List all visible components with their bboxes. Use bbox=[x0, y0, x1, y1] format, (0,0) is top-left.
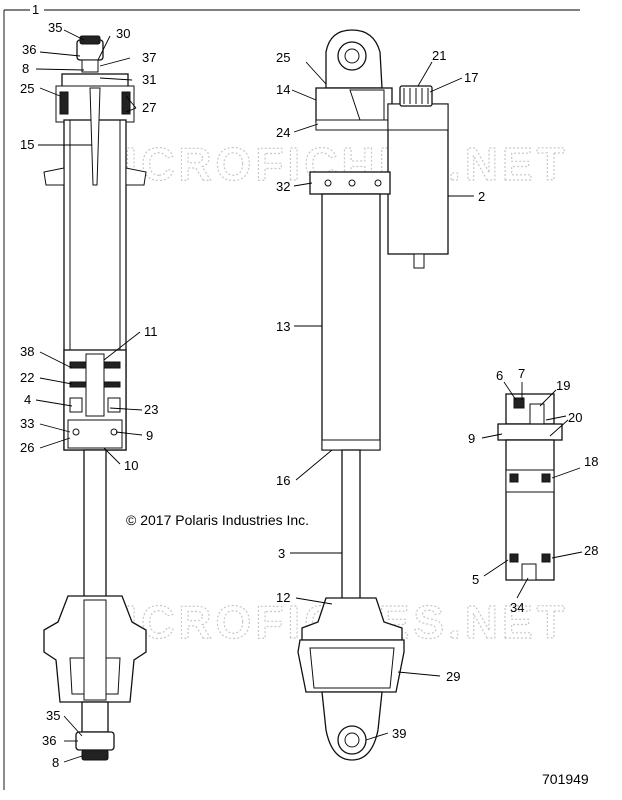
assembly-frame bbox=[3, 9, 580, 790]
callout-17: 17 bbox=[464, 70, 478, 85]
callout-2: 2 bbox=[478, 189, 485, 204]
callout-18: 18 bbox=[584, 454, 598, 469]
callout-13: 13 bbox=[276, 319, 290, 334]
callout-9-right: 9 bbox=[468, 431, 475, 446]
figure-id: 701949 bbox=[542, 771, 589, 787]
callout-36: 36 bbox=[22, 42, 36, 57]
callout-11: 11 bbox=[144, 324, 158, 339]
callout-20: 20 bbox=[568, 410, 582, 425]
callout-31: 31 bbox=[142, 72, 156, 87]
callout-24: 24 bbox=[276, 125, 290, 140]
callout-5: 5 bbox=[472, 572, 479, 587]
callout-35: 35 bbox=[48, 20, 62, 35]
callout-28: 28 bbox=[584, 543, 598, 558]
callout-8-lower: 8 bbox=[52, 755, 59, 770]
callout-4: 4 bbox=[24, 392, 31, 407]
left-shock-cutaway bbox=[43, 35, 147, 761]
callout-25: 25 bbox=[20, 81, 34, 96]
callout-9: 9 bbox=[146, 428, 153, 443]
callout-39: 39 bbox=[392, 726, 406, 741]
callout-14: 14 bbox=[276, 82, 290, 97]
callout-3: 3 bbox=[278, 546, 285, 561]
callout-19: 19 bbox=[556, 378, 570, 393]
callout-35-lower: 35 bbox=[46, 708, 60, 723]
copyright-notice: © 2017 Polaris Industries Inc. bbox=[126, 512, 309, 528]
callout-27: 27 bbox=[142, 100, 156, 115]
callout-10: 10 bbox=[124, 458, 138, 473]
callout-1: 1 bbox=[32, 2, 39, 17]
callout-23: 23 bbox=[144, 402, 158, 417]
callout-37: 37 bbox=[142, 50, 156, 65]
callout-29: 29 bbox=[446, 669, 460, 684]
callout-16: 16 bbox=[276, 473, 290, 488]
leader-lines bbox=[35, 29, 583, 763]
callout-22: 22 bbox=[20, 370, 34, 385]
callout-38: 38 bbox=[20, 344, 34, 359]
callout-30: 30 bbox=[116, 26, 130, 41]
reservoir-cutaway bbox=[497, 393, 563, 581]
center-shock-assembly bbox=[297, 29, 449, 761]
callout-33: 33 bbox=[20, 416, 34, 431]
callout-labels: 1 35 36 8 25 15 30 37 31 27 38 22 4 33 2… bbox=[20, 2, 598, 770]
callout-32: 32 bbox=[276, 179, 290, 194]
callout-25-center: 25 bbox=[276, 50, 290, 65]
callout-26: 26 bbox=[20, 440, 34, 455]
callout-36-lower: 36 bbox=[42, 733, 56, 748]
callout-12: 12 bbox=[276, 590, 290, 605]
callout-21: 21 bbox=[432, 48, 446, 63]
callout-6: 6 bbox=[496, 368, 503, 383]
callout-7: 7 bbox=[518, 366, 525, 381]
callout-15: 15 bbox=[20, 137, 34, 152]
callout-34: 34 bbox=[510, 600, 524, 615]
callout-8: 8 bbox=[22, 61, 29, 76]
